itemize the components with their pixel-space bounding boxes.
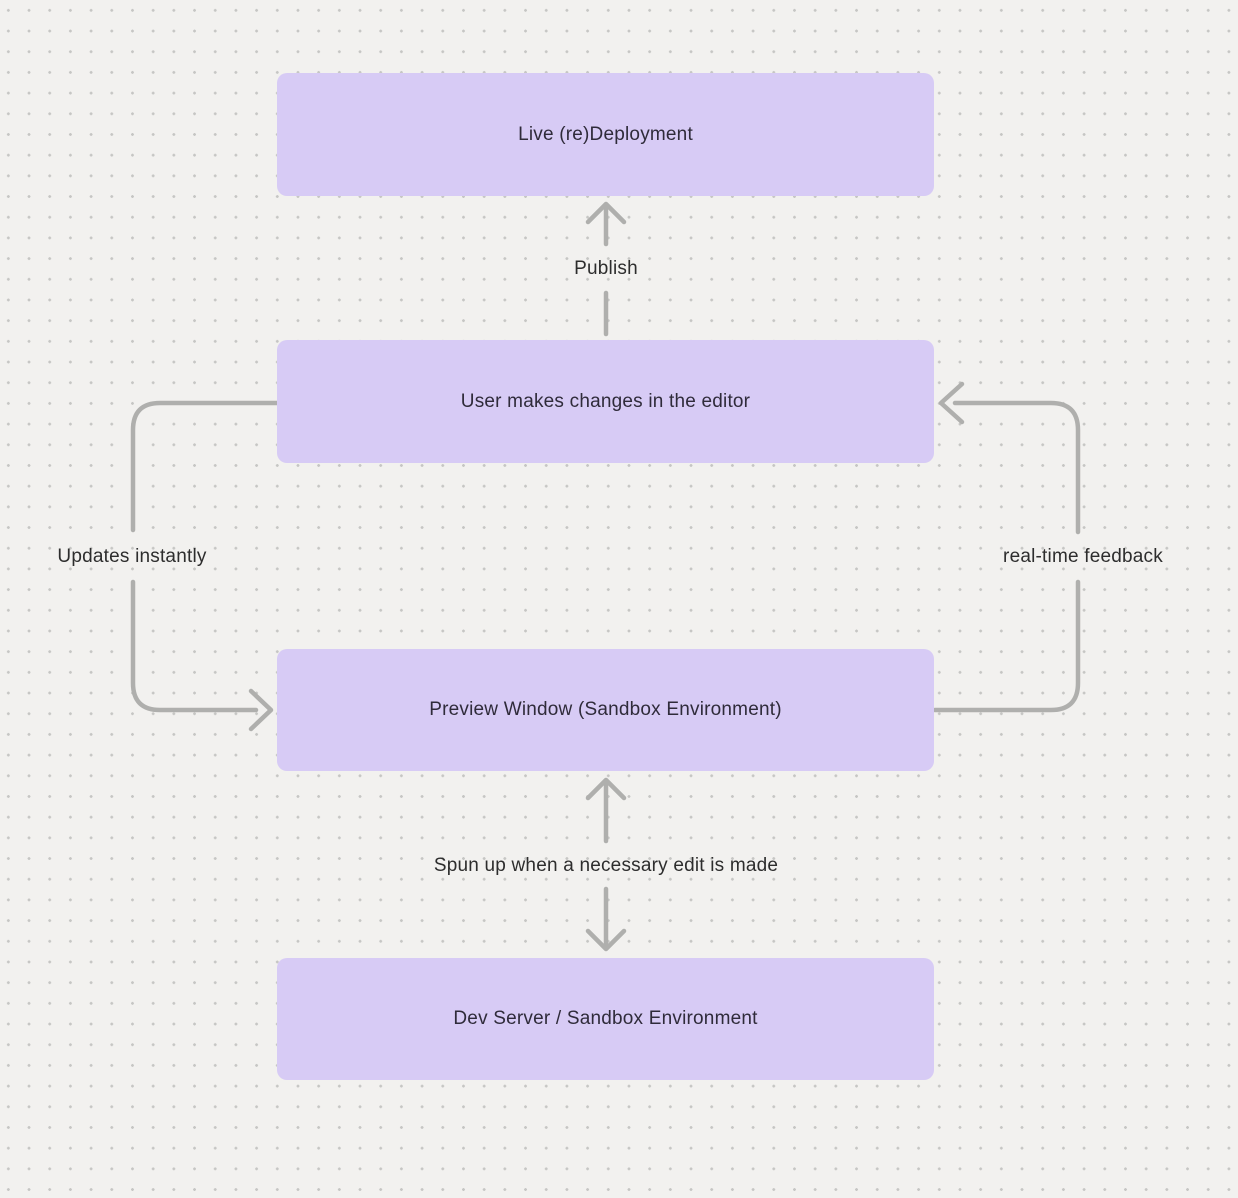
edge-label-updates-instantly: Updates instantly: [57, 546, 207, 567]
spunup-arrowhead-up-icon: [585, 777, 627, 801]
feedback-arrow-lower-segment: [932, 579, 1081, 713]
node-editor-label: User makes changes in the editor: [460, 390, 751, 412]
updates-arrowhead-right-icon: [248, 688, 274, 732]
node-preview-window-label: Preview Window (Sandbox Environment): [429, 699, 782, 720]
feedback-arrow-upper-segment: [952, 400, 1081, 535]
node-live-deployment[interactable]: Live (re)Deployment: [277, 73, 934, 196]
feedback-arrowhead-left-icon: [938, 381, 965, 425]
node-editor[interactable]: User makes changes in the editor: [277, 340, 934, 463]
updates-arrow-lower-segment: [130, 579, 259, 713]
spunup-arrowhead-down-icon: [585, 928, 627, 952]
updates-arrow-upper-segment: [130, 400, 280, 533]
node-dev-server[interactable]: Dev Server / Sandbox Environment: [277, 958, 934, 1080]
node-dev-server-label: Dev Server / Sandbox Environment: [453, 1008, 758, 1029]
node-live-deployment-label: Live (re)Deployment: [518, 123, 693, 145]
publish-arrowhead-up-icon: [585, 201, 627, 225]
node-preview-window[interactable]: Preview Window (Sandbox Environment): [277, 649, 934, 771]
edge-label-spun-up: Spun up when a necessary edit is made: [433, 855, 779, 876]
edge-label-publish: Publish: [574, 258, 638, 279]
edge-label-real-time-feedback: real-time feedback: [1003, 546, 1163, 567]
